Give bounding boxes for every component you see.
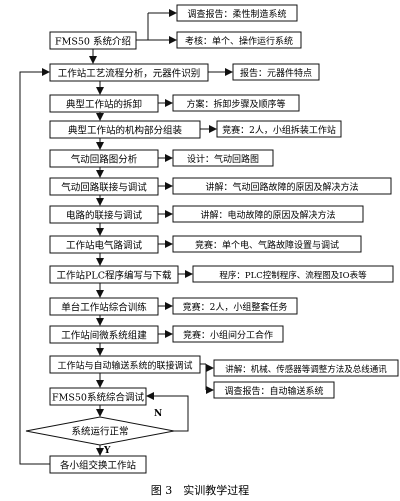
figure-caption: 图 3 实训教学过程 xyxy=(151,483,250,497)
branch-no-label: N xyxy=(154,409,162,419)
note-conveyor-bottom: 调查报告：自动输送系统 xyxy=(213,381,335,399)
note-micro-system-text: 竞赛：小组间分工合作 xyxy=(183,329,273,341)
main-step-4-label: 典型工作站的机构部分组装 xyxy=(68,125,183,137)
main-step-2: 工作站工艺流程分析，元器件识别 xyxy=(49,63,209,82)
note-single-station: 竞赛：2人，小组整套任务 xyxy=(172,297,298,315)
main-step-5: 气动回路图分析 xyxy=(49,149,159,168)
main-step-7-label: 电路的联接与调试 xyxy=(66,210,143,222)
main-step-3-label: 典型工作站的拆卸 xyxy=(66,99,142,111)
note-disassembly: 方案：拆卸步骤及顺序等 xyxy=(172,94,300,112)
main-step-9: 工作站PLC程序编写与下载 xyxy=(49,265,179,284)
note-circuit-text: 讲解：电动故障的原因及解决方法 xyxy=(200,209,335,221)
main-step-14: 各小组交换工作站 xyxy=(49,455,147,474)
main-step-12-label: 工作站与自动输送系统的联接调试 xyxy=(57,360,192,372)
main-step-10-label: 单台工作站综合训练 xyxy=(61,302,147,314)
note-pneumatic-analysis-text: 设计：气动回路图 xyxy=(187,153,259,165)
note-intro-top-text: 调查报告：柔性制造系统 xyxy=(187,8,286,20)
note-process: 报告：元器件特点 xyxy=(232,63,320,81)
main-step-6-label: 气动回路联接与调试 xyxy=(61,182,147,194)
note-electro-pneumatic: 竞赛：单个电、气路故障设置与调试 xyxy=(172,235,362,253)
note-process-text: 报告：元器件特点 xyxy=(240,67,312,79)
main-step-2-label: 工作站工艺流程分析，元器件识别 xyxy=(58,68,201,80)
main-step-1: FMS50 系统介绍 xyxy=(49,31,137,50)
main-step-6: 气动回路联接与调试 xyxy=(49,177,159,196)
main-step-7: 电路的联接与调试 xyxy=(49,205,159,224)
note-plc: 程序：PLC控制程序、流程图及IO表等 xyxy=(192,265,394,283)
note-assembly-text: 竞赛：2人，小组拆装工作站 xyxy=(222,124,336,136)
main-step-11-label: 工作站间微系统组建 xyxy=(61,330,147,342)
note-conveyor-bottom-text: 调查报告：自动输送系统 xyxy=(224,385,323,397)
note-conveyor-top-text: 讲解：机械、传感器等调整方法及总线通讯 xyxy=(225,364,387,375)
note-conveyor-top: 讲解：机械、传感器等调整方法及总线通讯 xyxy=(213,359,399,377)
main-step-9-label: 工作站PLC程序编写与下载 xyxy=(57,270,172,282)
note-intro-bottom-text: 考核：单个、操作运行系统 xyxy=(185,35,293,47)
main-step-8: 工作站电气路调试 xyxy=(49,235,159,254)
main-step-14-label: 各小组交换工作站 xyxy=(60,460,137,472)
decision-label: 系统运行正常 xyxy=(71,426,128,438)
note-pneumatic-analysis: 设计：气动回路图 xyxy=(172,149,274,167)
note-micro-system: 竞赛：小组间分工合作 xyxy=(172,325,284,343)
loop-restart xyxy=(19,68,50,465)
note-circuit: 讲解：电动故障的原因及解决方法 xyxy=(172,205,364,223)
decision-diamond: 系统运行正常 xyxy=(25,416,175,446)
intro-connector xyxy=(136,9,177,44)
note-pneumatic-connect: 讲解：气动回路故障的原因及解决方法 xyxy=(172,177,392,195)
note-intro-bottom: 考核：单个、操作运行系统 xyxy=(176,31,302,49)
note-single-station-text: 竞赛：2人，小组整套任务 xyxy=(183,301,288,313)
main-step-13-label: FMS50系统综合调试 xyxy=(52,392,144,404)
main-step-8-label: 工作站电气路调试 xyxy=(66,240,143,252)
main-step-13: FMS50系统综合调试 xyxy=(49,387,147,406)
main-step-1-label: FMS50 系统介绍 xyxy=(55,36,131,48)
branch-yes-label: Y xyxy=(103,446,111,456)
main-step-10: 单台工作站综合训练 xyxy=(49,297,159,316)
note-assembly: 竞赛：2人，小组拆装工作站 xyxy=(216,120,342,138)
conveyor-connector xyxy=(200,363,214,394)
main-flow-arrows xyxy=(89,49,104,456)
note-disassembly-text: 方案：拆卸步骤及顺序等 xyxy=(186,98,285,110)
note-plc-text: 程序：PLC控制程序、流程图及IO表等 xyxy=(219,270,367,281)
loop-no-branch xyxy=(146,392,189,432)
note-electro-pneumatic-text: 竞赛：单个电、气路故障设置与调试 xyxy=(195,239,339,251)
main-step-3: 典型工作站的拆卸 xyxy=(49,94,159,113)
main-step-11: 工作站间微系统组建 xyxy=(49,325,159,344)
note-pneumatic-connect-text: 讲解：气动回路故障的原因及解决方法 xyxy=(205,181,358,193)
main-step-5-label: 气动回路图分析 xyxy=(71,154,138,166)
note-intro-top: 调查报告：柔性制造系统 xyxy=(176,4,298,22)
main-step-4: 典型工作站的机构部分组装 xyxy=(49,120,201,139)
main-step-12: 工作站与自动输送系统的联接调试 xyxy=(49,355,201,374)
